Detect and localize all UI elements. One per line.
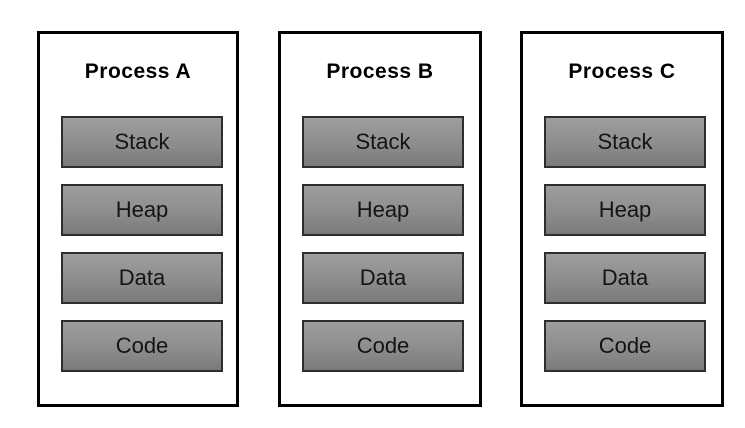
process-c-stack-segment: Stack: [544, 116, 706, 168]
process-a-code-segment: Code: [61, 320, 223, 372]
process-a-card: Process A Stack Heap Data Code: [37, 31, 239, 407]
process-b-stack-segment: Stack: [302, 116, 464, 168]
process-c-data-segment: Data: [544, 252, 706, 304]
process-b-card: Process B Stack Heap Data Code: [278, 31, 482, 407]
process-b-code-segment: Code: [302, 320, 464, 372]
process-c-card: Process C Stack Heap Data Code: [520, 31, 724, 407]
process-a-heap-segment: Heap: [61, 184, 223, 236]
process-b-data-segment: Data: [302, 252, 464, 304]
process-a-title: Process A: [84, 60, 192, 83]
process-c-title: Process C: [568, 60, 676, 83]
process-c-code-segment: Code: [544, 320, 706, 372]
process-a-stack-segment: Stack: [61, 116, 223, 168]
process-b-heap-segment: Heap: [302, 184, 464, 236]
process-c-heap-segment: Heap: [544, 184, 706, 236]
process-a-data-segment: Data: [61, 252, 223, 304]
process-b-title: Process B: [326, 60, 434, 83]
